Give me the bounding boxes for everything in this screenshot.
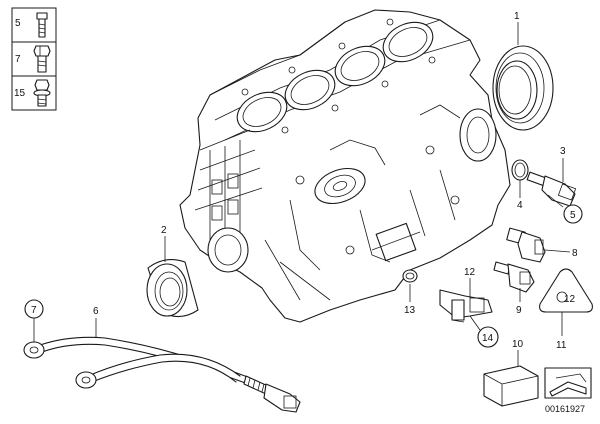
callout-11: 11: [556, 340, 567, 351]
document-number: 00161927: [545, 404, 585, 414]
callout-14: 14: [482, 333, 494, 344]
parts-box: [483, 365, 539, 407]
warning-label-number: 12: [564, 294, 576, 305]
callout-10: 10: [512, 339, 524, 350]
short-bolt-icon: [36, 12, 48, 38]
shaft-seal-rear: [146, 259, 199, 318]
legend-number-5: 5: [15, 18, 21, 29]
callout-12: 12: [464, 267, 476, 278]
callout-9: 9: [516, 305, 522, 316]
callout-14-circle: [477, 326, 499, 348]
callout-7: 7: [31, 305, 37, 316]
engine-block: [179, 9, 511, 323]
callout-3: 3: [560, 146, 566, 157]
coolant-temp-sensor: [493, 261, 535, 293]
callout-4: 4: [517, 200, 523, 211]
shaft-seal-front: [492, 45, 554, 131]
oil-pressure-switch: [506, 227, 546, 263]
legend-number-15: 15: [14, 88, 26, 99]
o-ring: [511, 159, 529, 181]
sealing-ring: [402, 269, 418, 283]
callout-1: 1: [514, 11, 520, 22]
callout-13: 13: [404, 305, 416, 316]
callout-8: 8: [572, 248, 578, 259]
callout-5: 5: [570, 210, 576, 221]
knock-sensor-harness: [23, 336, 301, 413]
callout-6: 6: [93, 306, 99, 317]
position-sensor: [439, 289, 493, 323]
callout-2: 2: [161, 225, 167, 236]
callout-labels: 1 2 3 4 5 6 7 8 9 10 11 12 13 14: [24, 11, 583, 351]
fastener-legend: 5 7 15: [11, 7, 57, 111]
legend-number-7: 7: [15, 54, 21, 65]
crankshaft-sensor: [526, 171, 577, 207]
leader-lines: [33, 22, 571, 366]
hex-bolt-icon: [33, 45, 51, 73]
callout-7-circle: [24, 299, 44, 319]
reference-symbol: [544, 367, 592, 399]
warning-label-triangle: 12: [539, 268, 593, 313]
flange-bolt-icon: [33, 79, 51, 107]
callout-5-circle: [563, 204, 583, 224]
